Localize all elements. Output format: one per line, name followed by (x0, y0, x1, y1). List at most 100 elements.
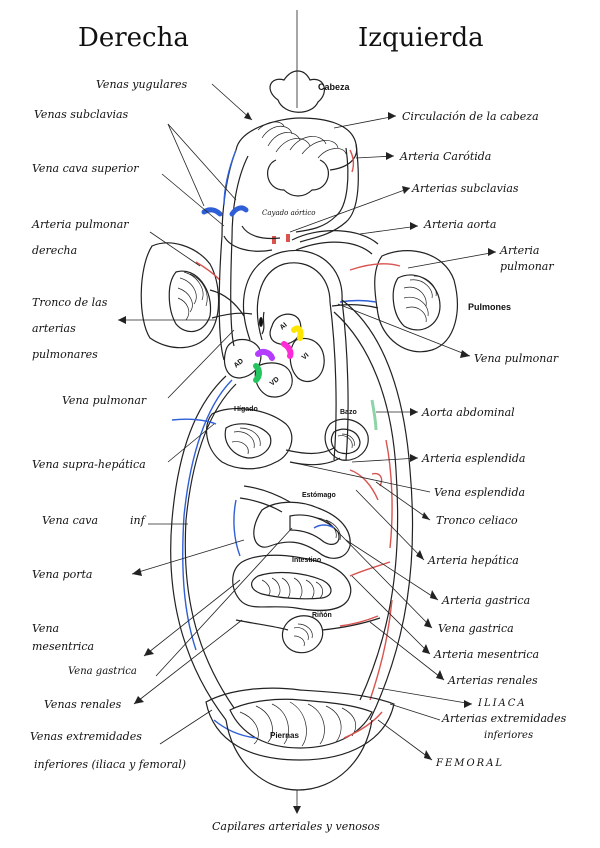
sup-cava-right-wall (231, 155, 249, 239)
label-venas-yugulares: Venas yugulares (96, 78, 187, 91)
label-tronco-de-las: Tronco de las (32, 296, 108, 309)
label-venas-renales: Venas renales (44, 698, 122, 711)
stomach-organ: Estómago (253, 492, 351, 559)
renal-artery-link (321, 617, 381, 631)
legs-lower-loop (225, 719, 373, 791)
legs-label: Piernas (270, 731, 299, 740)
aorta-outer (341, 299, 414, 721)
subclavian-vein-left (201, 207, 223, 217)
legs-organ: Piernas (205, 687, 395, 761)
left-lung: Pulmones (349, 250, 511, 353)
head-label: Cabeza (318, 82, 351, 92)
heart: AD AI VD VI (223, 311, 325, 398)
label-tronco-celiaco: Tronco celiaco (436, 514, 518, 527)
title-right: Izquierda (358, 23, 484, 53)
label-arteria-aorta: Arteria aorta (423, 218, 496, 231)
label-iliaca: ILIACA (477, 698, 527, 709)
label-arteria-mesentrica: Arteria mesentrica (433, 648, 539, 661)
carotid-red (349, 149, 355, 173)
splenic-link-a (285, 447, 335, 455)
label-vena-pulmonar-left: Vena pulmonar (62, 394, 147, 407)
portal-link-b (239, 497, 283, 513)
leader-lines-left (118, 83, 293, 745)
suprahepatic-vein (171, 418, 217, 425)
spleen-organ: Bazo (324, 409, 369, 461)
label-vena-cava-superior: Vena cava superior (32, 162, 139, 175)
aorta-descending-a (341, 299, 349, 461)
subclavian-vein-right (229, 205, 249, 217)
label-vena-pulmonar-right: Vena pulmonar (474, 352, 559, 365)
head-organ: Cabeza (235, 70, 358, 197)
label-venas-extremidades: Venas extremidades (30, 730, 142, 743)
inf-cava-blue (182, 379, 233, 651)
head-capillaries (257, 121, 347, 159)
label-mesentrica-left: mesentrica (32, 640, 94, 653)
label-arteria-gastrica: Arteria gastrica (441, 594, 530, 607)
lungs-label: Pulmones (468, 302, 511, 312)
label-arteria-esplendida: Arteria esplendida (421, 452, 525, 465)
label-femoral: FEMORAL (435, 758, 504, 769)
label-arterias: arterias (32, 322, 76, 335)
label-ad: AD (233, 358, 245, 370)
pulm-vein-right-2 (211, 312, 253, 319)
label-vena-esplendida: Vena esplendida (434, 486, 525, 499)
left-atrium (269, 313, 302, 345)
portal-vein-blue (233, 499, 241, 557)
intestine-organ: Intestino (232, 554, 391, 611)
aorta-red-b (369, 599, 393, 701)
left-ventricle (289, 337, 325, 383)
label-arterias-renales: Arterias renales (447, 674, 538, 687)
label-arteria-hepatica: Arteria hepática (427, 554, 519, 567)
label-capilares: Capilares arteriales y venosos (212, 820, 380, 833)
pulm-vein-left-blue (339, 299, 377, 303)
label-arterias-extremidades: Arterias extremidades (441, 712, 567, 725)
aorta-descending-b (329, 301, 337, 461)
aorta-inner (333, 311, 399, 701)
left-lung-capillaries (403, 275, 437, 323)
valve-aortic (291, 325, 304, 341)
inf-cava-inner (184, 383, 237, 709)
pulm-vein-right (209, 289, 245, 317)
right-lung (140, 242, 221, 349)
label-vena-gastrica-right: Vena gastrica (438, 622, 514, 635)
right-lung-capillaries (177, 271, 208, 321)
label-vd: VD (269, 376, 281, 388)
label-inf: inf (130, 514, 147, 527)
label-aorta-abdominal: Aorta abdominal (421, 406, 515, 419)
label-arteria-carotida: Arteria Carótida (399, 150, 491, 163)
renal-vein-link (235, 619, 289, 631)
title-left: Derecha (78, 23, 189, 53)
label-pulmonar-right: pulmonar (500, 260, 554, 273)
stomach-blue (313, 524, 335, 529)
label-pulmonares: pulmonares (32, 348, 98, 361)
label-vena-porta: Vena porta (32, 568, 92, 581)
label-inferiores-right: inferiores (484, 730, 533, 741)
kidney-label: Riñón (312, 612, 332, 619)
label-vena-cava: Vena cava (42, 514, 98, 527)
celiac-red (371, 472, 383, 487)
portal-link-a (243, 485, 291, 503)
label-arteria-pulmonar: Arteria pulmonar (31, 218, 129, 231)
kidney-organ: Riñón (281, 612, 332, 654)
label-vi: VI (301, 352, 311, 362)
liver-organ: Hígado (205, 406, 293, 470)
abdominal-aorta-mark (370, 399, 378, 431)
sup-cava-trunk-b (230, 237, 235, 347)
intestine-label: Intestino (292, 557, 321, 564)
label-ai: AI (279, 322, 289, 332)
valve-mitral (281, 341, 294, 359)
splenic-artery-red (349, 469, 379, 501)
label-circulacion-cabeza: Circulación de la cabeza (402, 110, 539, 123)
stomach-label: Estómago (302, 492, 336, 499)
mesenteric-red (349, 561, 391, 577)
sup-cava-trunk-a (218, 235, 225, 361)
label-vena: Vena (32, 622, 59, 635)
carotid-outer (299, 143, 359, 243)
label-vena-gastrica-left: Vena gastrica (68, 666, 137, 677)
valve-tricuspid (255, 348, 275, 361)
aorta-red-a (385, 439, 393, 549)
label-venas-subclavias: Venas subclavias (34, 108, 129, 121)
aortic-arch (223, 225, 379, 341)
pulm-vein-left (331, 304, 379, 309)
